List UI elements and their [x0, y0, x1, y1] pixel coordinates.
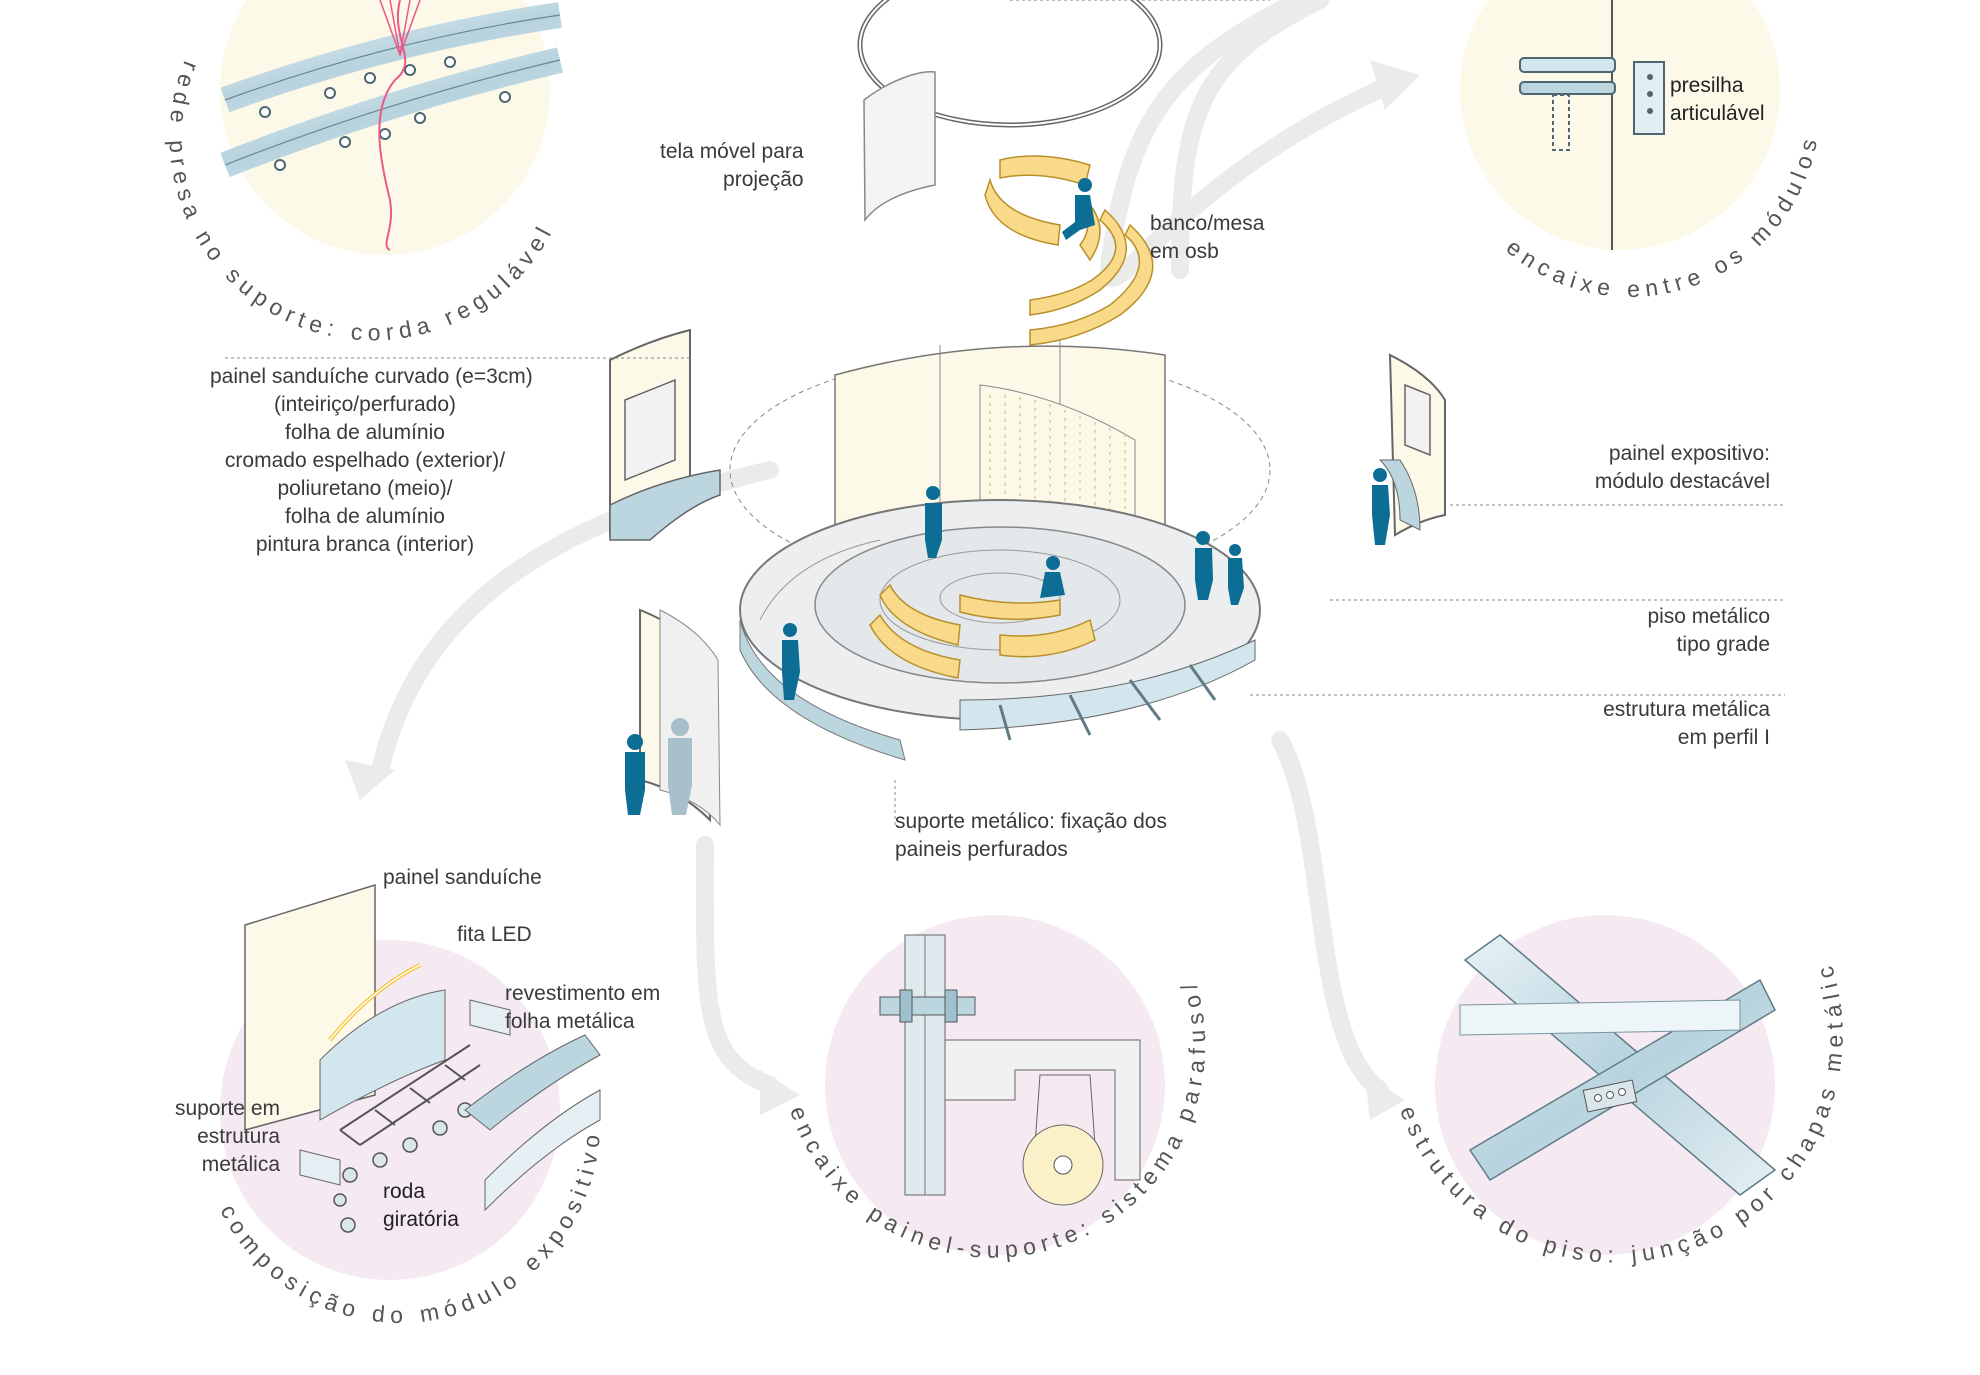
panel-left-top: [609, 328, 721, 541]
label-painel-sanduiche: painel sanduíche: [383, 866, 542, 889]
label-painel-expositivo: painel expositivo:módulo destacável: [1594, 442, 1770, 493]
detail-circle-rede: rede presa no suporte: corda regulável: [164, 0, 563, 346]
figure-ghost: [668, 718, 692, 815]
arrow-heads: [345, 60, 1420, 1120]
label-fita-led: fita LED: [457, 923, 532, 946]
projection-screen: [857, 0, 1270, 223]
pavilion-central: [729, 340, 1271, 761]
seated-figure-top: [1062, 178, 1095, 240]
figure-standing-1: [625, 734, 645, 815]
figures-floor: [782, 486, 1244, 700]
panel-right: [1378, 353, 1446, 537]
label-painel-sanduiche-curvado: painel sanduíche curvado (e=3cm) (inteir…: [210, 365, 533, 556]
leader-lines: [225, 357, 1785, 825]
detail-circle-encaixe: encaixe entre os módulos: [1460, 0, 1817, 302]
figure-right: [1372, 468, 1390, 545]
